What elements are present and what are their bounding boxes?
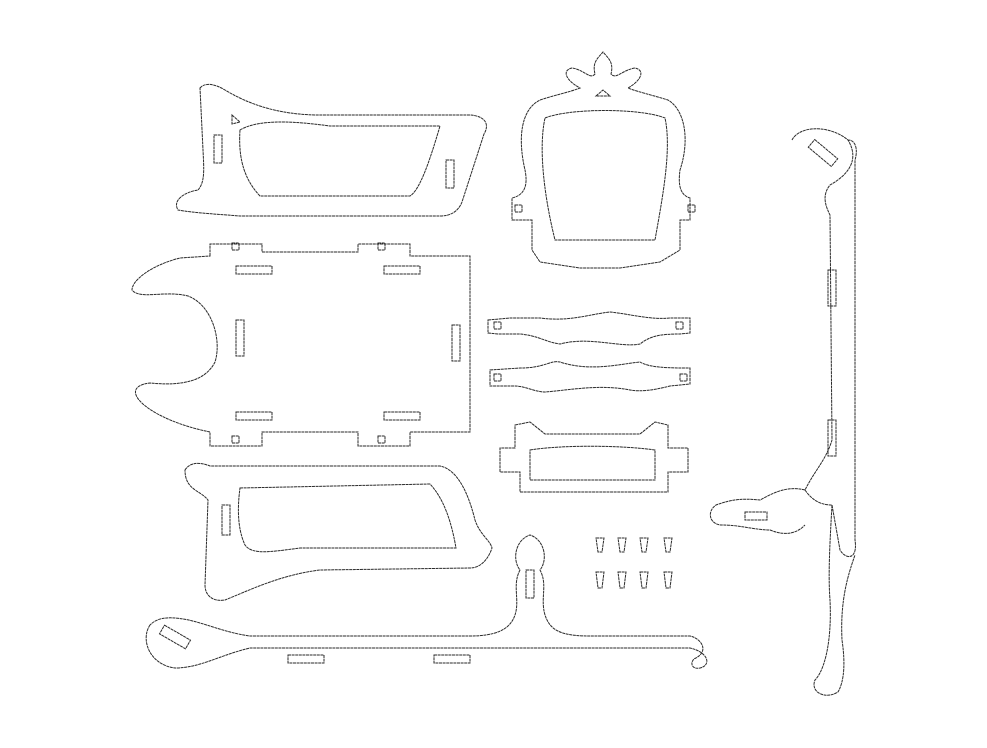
side-panel-top xyxy=(176,83,487,217)
pegs xyxy=(595,537,673,589)
front-crown-panel xyxy=(511,51,696,269)
back-panel-small xyxy=(499,421,689,493)
runner-horizontal xyxy=(145,534,708,669)
slat-lower xyxy=(489,361,691,393)
base-plate xyxy=(131,242,471,447)
runner-vertical xyxy=(709,128,857,696)
side-panel-bottom xyxy=(184,462,493,601)
slat-upper xyxy=(487,311,691,346)
